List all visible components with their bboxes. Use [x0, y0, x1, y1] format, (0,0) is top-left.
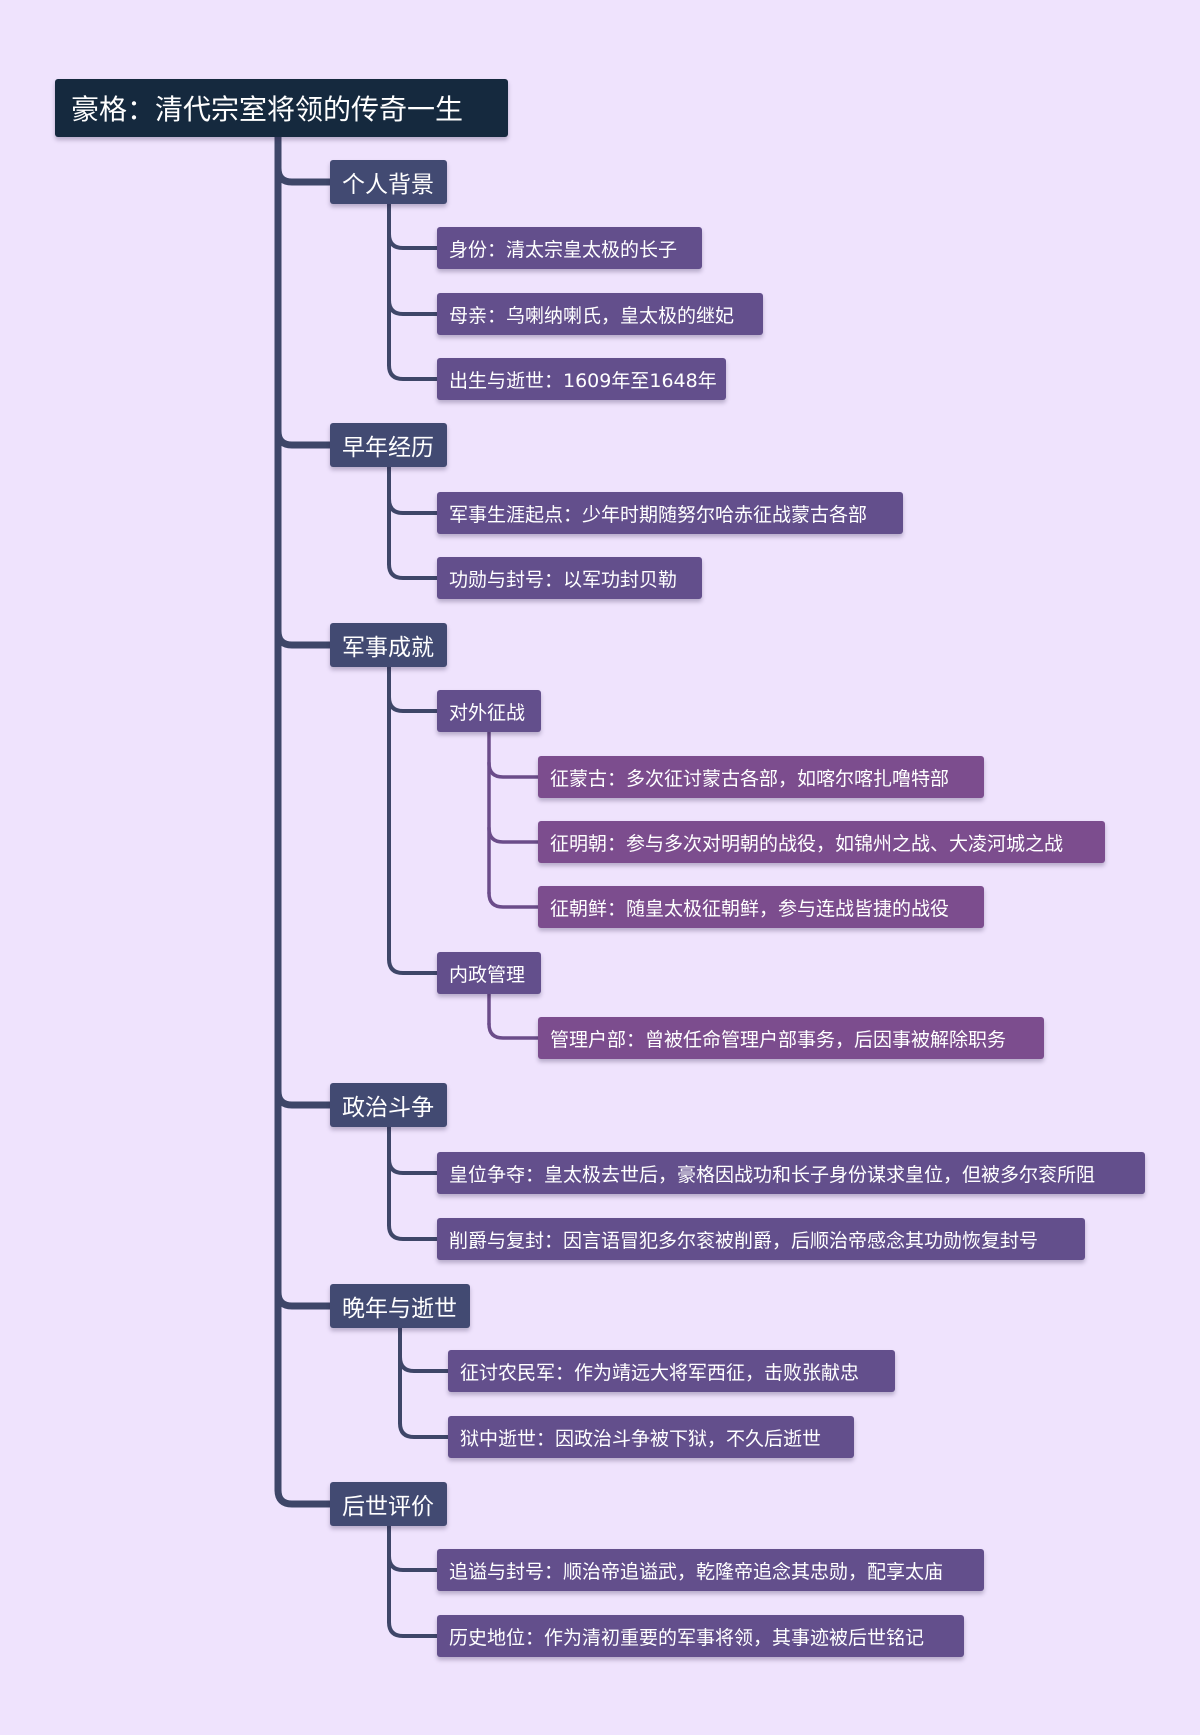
branch-legacy-connector [387, 1554, 439, 1572]
section-node-early-years[interactable]: 早年经历 [330, 423, 447, 467]
section-node-political-struggle[interactable]: 政治斗争 [330, 1083, 447, 1127]
topic-node-throne-contest[interactable]: 皇位争夺：皇太极去世后，豪格因战功和长子身份谋求皇位，但被多尔衮所阻 [437, 1152, 1145, 1194]
subtopic-node-mongolia[interactable]: 征蒙古：多次征讨蒙古各部，如喀尔喀扎噜特部 [538, 756, 984, 798]
trunk-connector [274, 1486, 334, 1508]
topic-node-death-in-prison[interactable]: 狱中逝世：因政治斗争被下狱，不久后逝世 [448, 1416, 854, 1458]
section-node-later-years[interactable]: 晚年与逝世 [330, 1284, 470, 1328]
topic-node-birth-death[interactable]: 出生与逝世：1609年至1648年 [437, 358, 726, 400]
branch-early-connector [387, 562, 439, 580]
trunk-connector [274, 164, 334, 186]
branch-background-connector [387, 363, 439, 381]
branch-military-connector [387, 695, 439, 713]
subtopic-node-ming[interactable]: 征明朝：参与多次对明朝的战役，如锦州之战、大凌河城之战 [538, 821, 1105, 863]
branch-foreign-connector [487, 761, 540, 779]
branch-military-connector [387, 957, 439, 975]
subtopic-node-ministry-revenue[interactable]: 管理户部：曾被任命管理户部事务，后因事被解除职务 [538, 1017, 1044, 1059]
topic-node-military-start[interactable]: 军事生涯起点：少年时期随努尔哈赤征战蒙古各部 [437, 492, 903, 534]
root-title-node[interactable]: 豪格：清代宗室将领的传奇一生 [55, 79, 508, 137]
branch-legacy-connector [387, 1620, 439, 1638]
branch-domestic-connector [487, 1022, 540, 1040]
topic-node-identity[interactable]: 身份：清太宗皇太极的长子 [437, 227, 702, 269]
trunk-connector [274, 627, 334, 649]
topic-node-demotion-restoration[interactable]: 削爵与复封：因言语冒犯多尔衮被削爵，后顺治帝感念其功勋恢复封号 [437, 1218, 1085, 1260]
branch-foreign-connector [487, 826, 540, 844]
topic-node-foreign-campaigns[interactable]: 对外征战 [437, 690, 541, 732]
section-node-military-achievements[interactable]: 军事成就 [330, 623, 447, 667]
branch-politics-connector [387, 1157, 439, 1175]
topic-node-mother[interactable]: 母亲：乌喇纳喇氏，皇太极的继妃 [437, 293, 763, 335]
branch-politics-connector [387, 1223, 439, 1241]
branch-later-connector [398, 1355, 450, 1373]
topic-node-campaign-rebels[interactable]: 征讨农民军：作为靖远大将军西征，击败张献忠 [448, 1350, 895, 1392]
topic-node-domestic-affairs[interactable]: 内政管理 [437, 952, 541, 994]
trunk-connector [274, 1288, 334, 1310]
trunk-connector [274, 427, 334, 449]
branch-background-connector [387, 298, 439, 316]
branch-background-connector [387, 232, 439, 250]
topic-node-historical-status[interactable]: 历史地位：作为清初重要的军事将领，其事迹被后世铭记 [437, 1615, 964, 1657]
branch-foreign-connector [487, 891, 540, 909]
topic-node-posthumous-title[interactable]: 追谥与封号：顺治帝追谥武，乾隆帝追念其忠勋，配享太庙 [437, 1549, 984, 1591]
trunk-connector [274, 1087, 334, 1109]
section-node-personal-background[interactable]: 个人背景 [330, 160, 447, 204]
section-node-legacy[interactable]: 后世评价 [330, 1482, 447, 1526]
branch-later-connector [398, 1421, 450, 1439]
subtopic-node-korea[interactable]: 征朝鲜：随皇太极征朝鲜，参与连战皆捷的战役 [538, 886, 984, 928]
topic-node-merits-title[interactable]: 功勋与封号：以军功封贝勒 [437, 557, 702, 599]
branch-early-connector [387, 497, 439, 515]
